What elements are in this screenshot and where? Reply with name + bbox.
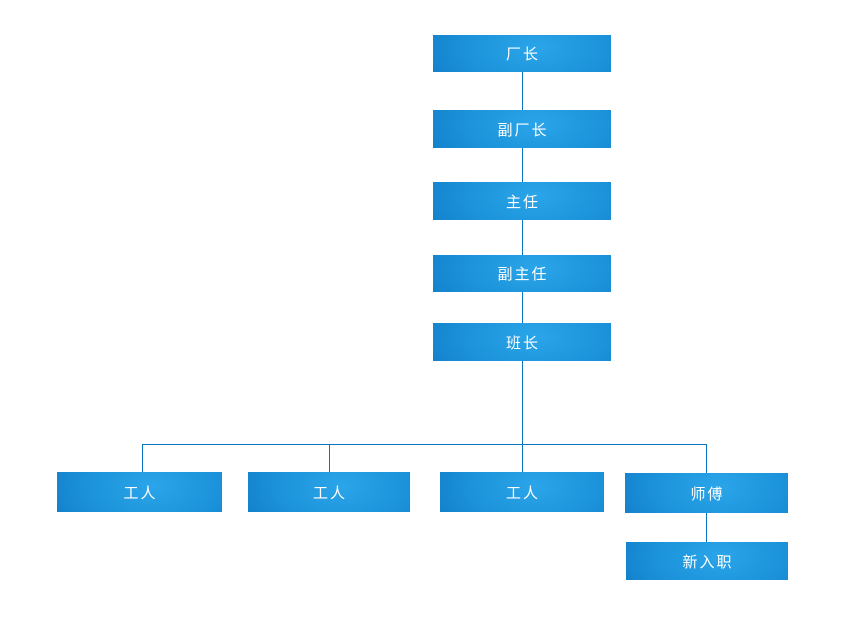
connector-line [522, 292, 523, 323]
node-factory-director[interactable]: 厂长 [433, 35, 611, 72]
node-worker-1[interactable]: 工人 [57, 472, 222, 512]
node-label: 厂长 [505, 45, 540, 63]
connector-line [142, 444, 143, 472]
connector-line [706, 444, 707, 473]
node-master[interactable]: 师傅 [625, 473, 788, 513]
connector-line [329, 444, 330, 472]
node-label: 工人 [123, 483, 158, 502]
node-team-leader[interactable]: 班长 [433, 323, 611, 361]
connector-line [522, 220, 523, 255]
connector-line [522, 148, 523, 182]
node-new-hire[interactable]: 新入职 [626, 542, 788, 580]
node-label: 副主任 [497, 265, 549, 283]
connector-line [706, 513, 707, 542]
node-worker-2[interactable]: 工人 [248, 472, 410, 512]
node-label: 工人 [312, 483, 347, 502]
node-deputy-director[interactable]: 副主任 [433, 255, 611, 292]
node-label: 班长 [505, 333, 540, 352]
node-label: 新入职 [682, 552, 734, 571]
connector-line [522, 72, 523, 110]
node-label: 工人 [505, 483, 540, 502]
node-label: 副厂长 [497, 120, 549, 139]
connector-line [522, 444, 523, 472]
connector-line [522, 361, 523, 444]
node-label: 师傅 [690, 484, 725, 503]
node-label: 主任 [505, 192, 540, 211]
node-worker-3[interactable]: 工人 [440, 472, 604, 512]
connector-line [142, 444, 707, 445]
node-deputy-factory-director[interactable]: 副厂长 [433, 110, 611, 148]
node-director[interactable]: 主任 [433, 182, 611, 220]
